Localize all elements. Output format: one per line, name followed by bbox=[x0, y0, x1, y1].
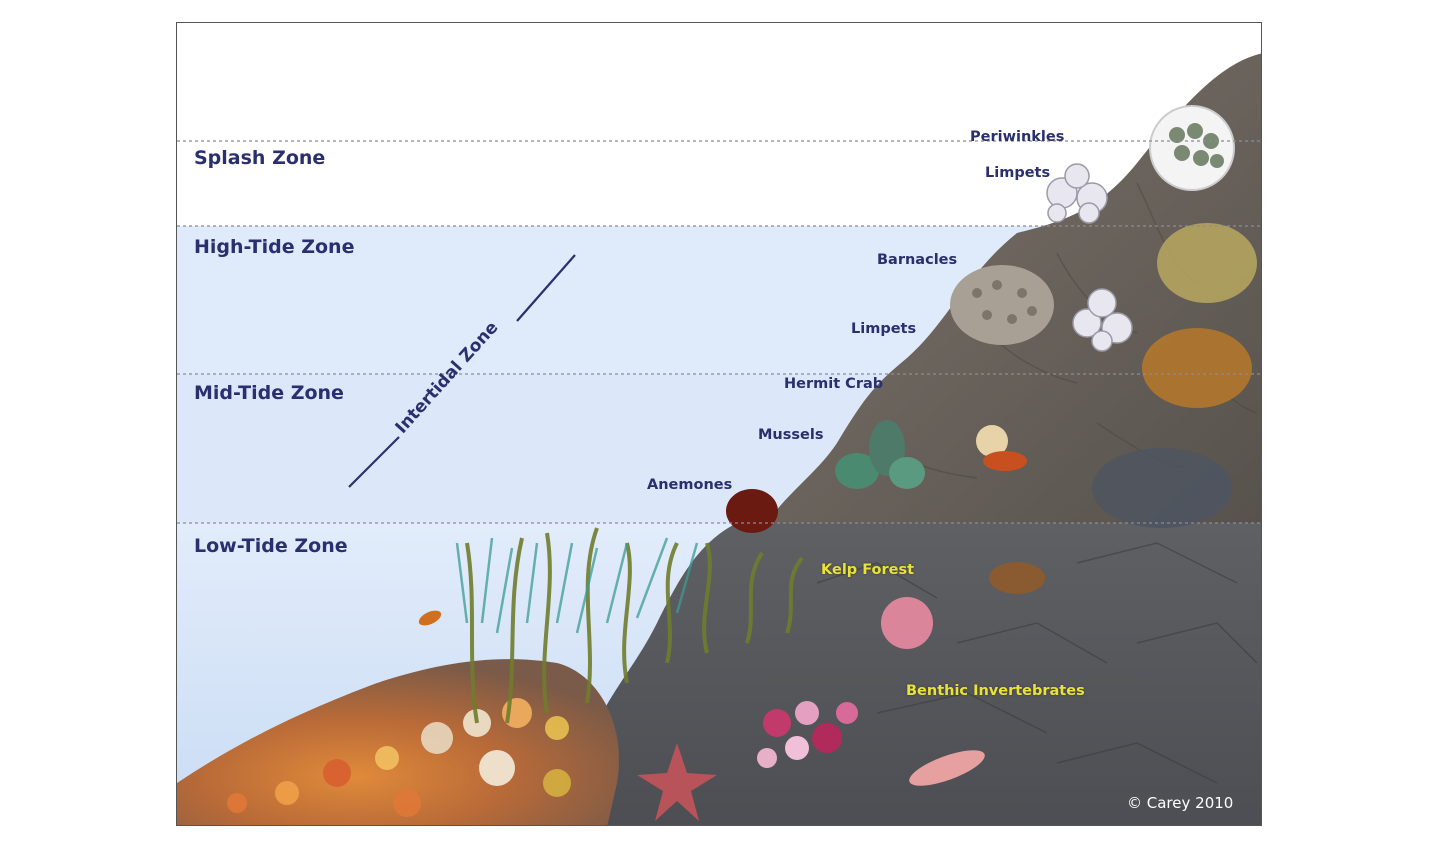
hermit-crab-art bbox=[976, 425, 1027, 471]
anemones-label: Anemones bbox=[647, 477, 733, 493]
seagrass-art bbox=[455, 537, 699, 634]
crab-art bbox=[989, 562, 1045, 594]
sea-star-art bbox=[637, 743, 717, 821]
limpets-high-label: Limpets bbox=[851, 321, 917, 337]
limpets-splash-art bbox=[1046, 163, 1108, 224]
limpets-splash-label: Limpets bbox=[985, 165, 1051, 181]
coral-dots bbox=[227, 698, 571, 817]
nudibranch-art bbox=[909, 750, 985, 786]
tide-zone-diagram: Splash Zone High-Tide Zone Mid-Tide Zone… bbox=[176, 22, 1262, 826]
anemone-red-art bbox=[726, 489, 778, 533]
yellow-weed-art bbox=[1157, 223, 1257, 303]
hermit-crab-label: Hermit Crab bbox=[784, 376, 884, 392]
benthic-invertebrates-label: Benthic Invertebrates bbox=[906, 683, 1085, 699]
barnacles-art bbox=[950, 265, 1054, 345]
high-tide-zone-label: High-Tide Zone bbox=[194, 236, 355, 258]
low-tide-zone-label: Low-Tide Zone bbox=[194, 535, 348, 557]
periwinkles-label: Periwinkles bbox=[970, 129, 1065, 145]
pink-anemone-art bbox=[881, 597, 933, 649]
mid-tide-zone-label: Mid-Tide Zone bbox=[194, 382, 344, 404]
intertidal-rule-upper bbox=[516, 254, 576, 322]
barnacles-label: Barnacles bbox=[877, 252, 958, 268]
diagram-art bbox=[177, 23, 1261, 825]
copyright-notice: © Carey 2010 bbox=[1127, 794, 1234, 812]
mussels-label: Mussels bbox=[758, 427, 824, 443]
splash-zone-label: Splash Zone bbox=[194, 147, 326, 169]
kelp-forest-art bbox=[465, 527, 804, 724]
anemone-cluster-art bbox=[757, 701, 858, 768]
kelp-forest-label: Kelp Forest bbox=[821, 562, 915, 578]
fish-art bbox=[418, 610, 442, 626]
periwinkles-inset bbox=[1149, 105, 1235, 191]
rockweed-art bbox=[1092, 448, 1232, 528]
rock-lower bbox=[577, 523, 1261, 825]
mussels-art bbox=[835, 420, 925, 489]
limpets-high-art bbox=[1072, 288, 1133, 352]
sea-moss-art bbox=[1142, 328, 1252, 408]
intertidal-rule-lower bbox=[348, 436, 400, 488]
